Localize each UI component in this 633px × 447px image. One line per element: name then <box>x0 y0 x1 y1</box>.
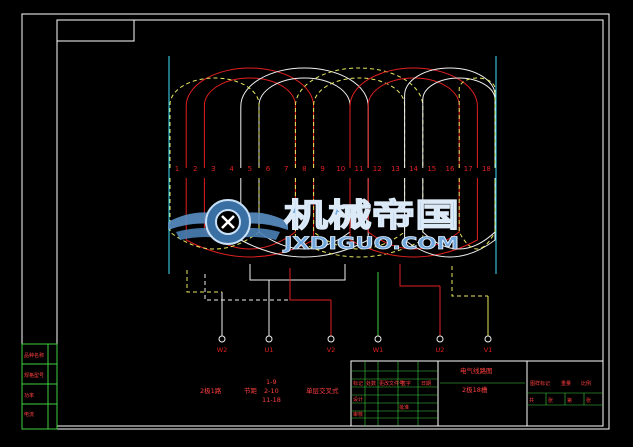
coil-loop <box>404 67 496 258</box>
jumper-wire <box>249 264 346 281</box>
note-winding-type: 单层交叉式 <box>306 386 339 395</box>
slot-number: 8 <box>302 165 306 173</box>
jumper-wire <box>289 268 331 301</box>
slot-number: 17 <box>464 165 473 173</box>
slot-number: 4 <box>229 165 234 173</box>
terminal-node <box>484 335 492 343</box>
coil-loop <box>458 77 496 250</box>
coil-loop <box>185 67 315 258</box>
terminal-node <box>218 335 226 343</box>
left-side-strip: 品种名称 规格型号 功率 电流 <box>21 343 58 430</box>
note-pitch-0: 1-9 <box>266 378 277 386</box>
left-label-0: 品种名称 <box>24 352 44 359</box>
header-cell-0: 标记 <box>353 380 363 387</box>
role-cell-1: 审核 <box>353 411 363 418</box>
left-label-2: 功率 <box>24 392 34 399</box>
slot-number: 2 <box>193 165 197 173</box>
jumper-wire <box>204 274 290 301</box>
watermark-logo: 机械帝国 JXDIGUO.COM <box>168 195 460 254</box>
left-label-1: 规格型号 <box>24 372 44 379</box>
gear-wing-emblem <box>168 199 288 245</box>
right-cell-5: 第 <box>567 397 572 404</box>
terminal-node <box>265 335 273 343</box>
terminal-label: W1 <box>373 346 384 354</box>
jumper-wire <box>186 270 222 293</box>
connection-wiring <box>186 264 489 336</box>
slot-number: 18 <box>482 165 491 173</box>
header-cell-2: 更改文件号 <box>379 380 404 387</box>
slot-number: 16 <box>446 165 455 173</box>
left-label-3: 电流 <box>24 411 34 418</box>
terminal-node <box>374 335 382 343</box>
coil-loop <box>240 67 369 258</box>
right-cell-3: 共 <box>529 397 534 404</box>
terminal-row: W2 U1 V2 W1 U2 V1 <box>217 335 493 354</box>
terminal-node <box>327 335 335 343</box>
coil-loop <box>422 77 496 250</box>
note-poles: 2极1路 <box>200 386 222 395</box>
note-pitch-1: 2-10 <box>264 387 279 395</box>
right-cell-1: 重量 <box>561 380 571 387</box>
drawing-title: 电气线路图 <box>460 366 493 375</box>
header-cell-4: 日期 <box>421 381 431 387</box>
watermark-url: JXDIGUO.COM <box>283 234 459 254</box>
role-cell-2: 批准 <box>399 404 409 411</box>
slot-number: 12 <box>373 165 382 173</box>
slot-number: 6 <box>266 165 271 173</box>
coil-loop <box>349 67 478 258</box>
slot-number: 14 <box>409 165 418 173</box>
terminal-label: U1 <box>265 346 274 354</box>
slot-number: 11 <box>355 165 364 173</box>
header-cell-1: 处数 <box>366 380 376 387</box>
coil-loop <box>294 67 424 258</box>
slot-number: 1 <box>175 165 179 173</box>
right-cell-4: 张 <box>548 397 553 404</box>
note-pitch-label: 节距 <box>244 387 258 395</box>
terminal-label: V2 <box>327 346 336 354</box>
right-cell-0: 图样标记 <box>530 380 550 387</box>
slot-number: 5 <box>248 165 252 173</box>
terminal-label: U2 <box>436 346 445 354</box>
watermark-chinese: 机械帝国 <box>284 196 459 234</box>
role-cell-0: 设计 <box>353 396 363 403</box>
title-block: 标记 处数 更改文件号 签字 日期 设计 审核 批准 图样标记 重量 比例 共 … <box>350 360 604 427</box>
slot-number: 3 <box>211 165 215 173</box>
terminal-label: V1 <box>484 346 493 354</box>
drawing-frame <box>21 13 610 430</box>
slot-number: 10 <box>336 165 345 173</box>
slot-number: 7 <box>284 165 288 173</box>
terminal-node <box>436 335 444 343</box>
slot-number: 15 <box>427 165 436 173</box>
note-pitch-2: 11-18 <box>262 396 281 404</box>
terminal-label: W2 <box>217 346 228 354</box>
coil-layer <box>168 56 497 274</box>
coil-loop <box>313 77 406 250</box>
slot-number: 9 <box>320 165 324 173</box>
winding-notes: 2极1路 节距 1-9 2-10 11-18 单层交叉式 <box>200 378 339 404</box>
right-cell-6: 张 <box>586 397 591 404</box>
coil-loop <box>367 77 460 250</box>
header-cell-3: 签字 <box>401 380 411 387</box>
slot-number: 13 <box>391 165 400 173</box>
right-cell-2: 比例 <box>581 380 591 387</box>
drawing-subtitle: 2极18槽 <box>462 385 488 394</box>
jumper-wire <box>399 264 440 287</box>
coil-loop <box>169 77 260 250</box>
jumper-wire <box>451 266 488 297</box>
